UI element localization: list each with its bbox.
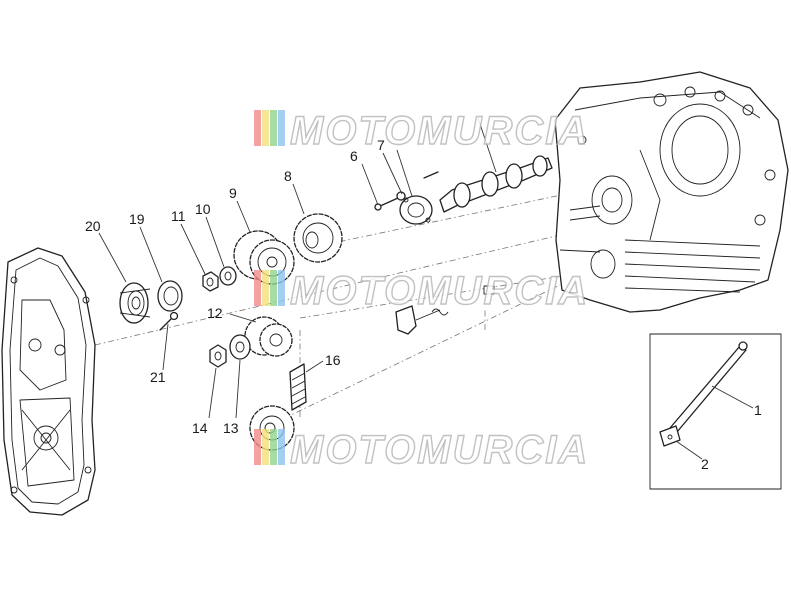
callout-20: 20 bbox=[85, 218, 101, 234]
callout-21: 21 bbox=[150, 369, 166, 385]
washer-part-13 bbox=[229, 334, 251, 360]
watermark-logo-bottom: MOTOMURCIA bbox=[254, 427, 589, 473]
watermark-logo-middle: MOTOMURCIA bbox=[254, 268, 589, 314]
nut-part-14 bbox=[209, 344, 227, 368]
washer-part-10 bbox=[219, 266, 237, 286]
engine-crankcase bbox=[554, 71, 789, 313]
watermark-text-top: MOTOMURCIA bbox=[290, 109, 589, 153]
chain-tensioner bbox=[395, 285, 495, 335]
nut-part-11 bbox=[202, 271, 219, 292]
screw-part-21 bbox=[159, 311, 179, 331]
dowel-pin bbox=[423, 171, 439, 179]
oil-seal-part-19 bbox=[157, 280, 183, 312]
tool-part-2 bbox=[659, 425, 681, 447]
tool-part-1 bbox=[669, 341, 748, 433]
gear-part-8 bbox=[293, 213, 343, 263]
watermark-text-middle: MOTOMURCIA bbox=[290, 269, 589, 313]
callout-10: 10 bbox=[195, 201, 211, 217]
leader-lines bbox=[98, 117, 754, 460]
watermark-group: MOTOMURCIA MOTOMURCIA MOTOMURCIA bbox=[254, 108, 589, 473]
flange-part-7 bbox=[399, 195, 433, 225]
callout-14: 14 bbox=[192, 420, 208, 436]
callout-9: 9 bbox=[229, 185, 237, 201]
callout-13: 13 bbox=[223, 420, 239, 436]
callout-labels: 1 2 6 7 8 9 10 11 12 13 14 16 19 20 21 bbox=[85, 137, 762, 472]
callout-16: 16 bbox=[325, 352, 341, 368]
callout-7: 7 bbox=[377, 137, 385, 153]
watermark-logo-top: MOTOMURCIA bbox=[254, 108, 589, 154]
seal-plate-part-20 bbox=[119, 282, 151, 324]
tool-inset-box bbox=[649, 333, 782, 490]
gear-part-12 bbox=[244, 316, 293, 357]
callout-19: 19 bbox=[129, 211, 145, 227]
watermark-text-bottom: MOTOMURCIA bbox=[290, 428, 589, 472]
callout-6: 6 bbox=[350, 148, 358, 164]
camshaft bbox=[439, 155, 553, 213]
callout-8: 8 bbox=[284, 168, 292, 184]
timing-chain-part-16 bbox=[289, 363, 307, 411]
callout-2: 2 bbox=[701, 456, 709, 472]
callout-11: 11 bbox=[171, 208, 186, 224]
callout-1: 1 bbox=[754, 402, 762, 418]
timing-cover bbox=[1, 247, 96, 516]
callout-12: 12 bbox=[207, 305, 223, 321]
